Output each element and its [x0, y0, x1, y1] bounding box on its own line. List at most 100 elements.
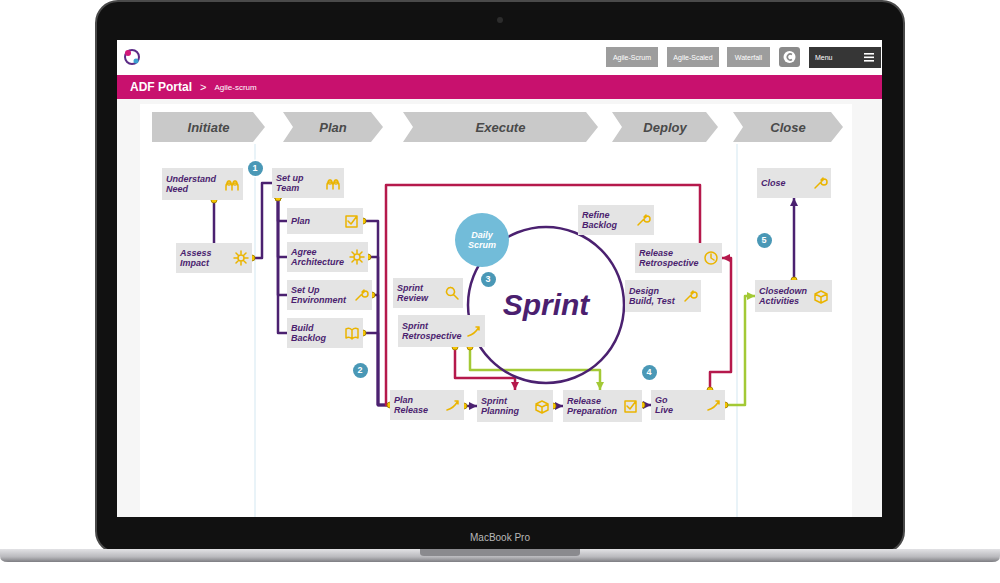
daily-scrum-circle: Daily Scrum [455, 213, 509, 267]
phase-chevron: Plan [283, 112, 383, 142]
node-label: Understand Need [166, 174, 222, 194]
callout-number: 3 [481, 272, 496, 287]
icon-glyph [234, 251, 248, 265]
node-label: Release Preparation [567, 396, 621, 416]
node-label: Set Up Environment [291, 285, 351, 305]
nav-button: Agile-Scaled [667, 47, 719, 67]
process-box: Sprint Planning [477, 390, 553, 422]
node-label: Plan [291, 216, 310, 226]
content-panel [117, 99, 882, 517]
node-label: Close [770, 120, 805, 135]
box-icon [344, 213, 360, 229]
icon-glyph [346, 216, 357, 227]
box-icon [534, 398, 550, 414]
node-label: Go Live [655, 395, 677, 415]
process-box: Close [757, 168, 831, 198]
node-label: Execute [476, 120, 526, 135]
chevron-fill [283, 112, 383, 142]
flow-connector [278, 198, 287, 333]
screen [117, 40, 882, 517]
flow-connector [213, 200, 216, 243]
camera [497, 17, 503, 23]
nav-button: Agile-Scrum [606, 47, 658, 67]
icon-glyph [708, 401, 719, 410]
node-label: Close [761, 178, 786, 188]
chevron-fill [403, 112, 598, 142]
box-icon [813, 288, 829, 304]
process-box: Refine Backlog [578, 205, 654, 235]
icon-glyph [625, 401, 636, 412]
portal-logo-dot [134, 59, 139, 64]
breadcrumb-bar: ADF Portal > Agile-scrum [117, 75, 882, 99]
process-box: Set Up Environment [287, 280, 372, 310]
flow-connector [278, 198, 287, 295]
process-box: Plan Release [390, 390, 464, 420]
box-icon [353, 287, 369, 303]
process-box: Build Backlog [287, 318, 363, 348]
box-icon [325, 175, 341, 191]
hamburger-line [864, 53, 874, 55]
icon-glyph [815, 178, 827, 188]
node-label: Closedown Activities [759, 286, 811, 306]
node-label: Agile-Scrum [613, 54, 651, 61]
process-box: Release Retrospective [635, 243, 722, 273]
process-box: Plan [287, 208, 363, 234]
phase-chevron: Close [733, 112, 843, 142]
flow-connector [386, 185, 700, 405]
icon-glyph [536, 401, 548, 413]
laptop-base [0, 549, 1000, 562]
node-label: Refine Backlog [582, 210, 622, 230]
breadcrumb-text: Agile-scrum [214, 83, 256, 92]
node-label: Sprint [503, 288, 590, 322]
process-box: Release Preparation [563, 390, 642, 422]
icon-glyph [350, 250, 364, 264]
node-label: Waterfall [735, 54, 762, 61]
process-box: Closedown Activities [755, 280, 832, 312]
cloud-button [779, 47, 800, 67]
flow-connector [278, 198, 287, 221]
box-icon [344, 325, 360, 341]
node-label: Agree Architecture [291, 247, 347, 267]
chevron-fill [733, 112, 843, 142]
icon-glyph [685, 291, 697, 301]
hamburger-icon [864, 53, 874, 62]
icon-glyph [815, 291, 827, 303]
flow-connector [793, 198, 796, 280]
process-box: Sprint Review [393, 278, 463, 308]
box-icon [635, 212, 651, 228]
content-canvas [140, 104, 852, 517]
portal-logo-ring [125, 50, 139, 64]
box-icon [224, 176, 240, 192]
phase-divider [255, 144, 256, 517]
node-label: Menu [815, 54, 833, 61]
base-notch [420, 549, 580, 556]
node-label: Set up Team [276, 173, 316, 193]
process-box: Agree Architecture [287, 242, 368, 272]
callout-number: 1 [248, 161, 263, 176]
node-label: Plan [319, 120, 346, 135]
node-label: Daily Scrum [462, 230, 502, 250]
process-box: Understand Need [162, 168, 243, 200]
menu-button: Menu [809, 47, 881, 68]
callout-number: 4 [642, 365, 657, 380]
box-icon [233, 250, 249, 266]
phase-chevron: Deploy [612, 112, 718, 142]
portal-logo-dot [125, 50, 131, 56]
nav-button: Waterfall [727, 47, 770, 67]
breadcrumb-text: ADF Portal [130, 80, 192, 94]
icon-glyph [346, 328, 358, 339]
phase-chevron: Execute [403, 112, 598, 142]
process-box: Assess Impact [176, 243, 252, 273]
icon-glyph [468, 327, 479, 336]
chevron-fill [152, 112, 265, 142]
hamburger-line [864, 60, 874, 62]
flow-connector [278, 198, 287, 257]
flow-connector [372, 295, 390, 405]
cloud-button-glyph [787, 54, 792, 60]
breadcrumb-text: > [200, 81, 206, 93]
node-label: Release Retrospective [639, 248, 701, 268]
chevron-fill [612, 112, 718, 142]
box-icon [706, 397, 722, 413]
node-label: Design Build, Test [629, 286, 679, 306]
icon-glyph [226, 181, 238, 190]
